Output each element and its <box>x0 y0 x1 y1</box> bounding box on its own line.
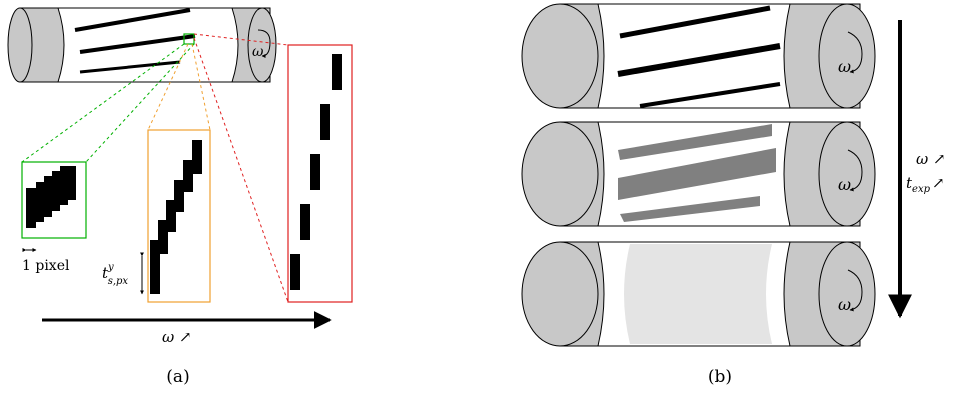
zoom-box-green <box>21 161 87 239</box>
red-connector <box>193 37 289 303</box>
orange-connector <box>147 43 189 131</box>
omega-axis-label: ω ↗ <box>162 328 192 346</box>
orange-connector <box>191 43 211 131</box>
red-connector <box>193 33 289 46</box>
omega-label-a: ω <box>252 44 264 60</box>
panel-b: ω ω ω ω ↗ texp↗ ( <box>521 3 946 387</box>
omega-label-b2: ω <box>838 175 851 194</box>
cylinder-b-sharp: ω <box>521 3 876 109</box>
right-omega-label: ω ↗ <box>916 150 946 168</box>
zoom-box-red <box>287 44 353 303</box>
cylinder-a: ω <box>7 7 277 83</box>
right-texp-label: texp↗ <box>906 174 945 195</box>
pixel-label: 1 pixel <box>22 258 70 274</box>
omega-label-b1: ω <box>838 57 851 76</box>
zoom-box-orange <box>147 129 211 303</box>
cylinder-b-blur: ω <box>521 121 876 227</box>
caption-b: (b) <box>708 367 732 387</box>
cylinder-b-full-blur: ω <box>521 241 876 347</box>
caption-a: (a) <box>166 367 189 387</box>
omega-label-b3: ω <box>838 295 851 314</box>
green-connector <box>85 43 195 163</box>
